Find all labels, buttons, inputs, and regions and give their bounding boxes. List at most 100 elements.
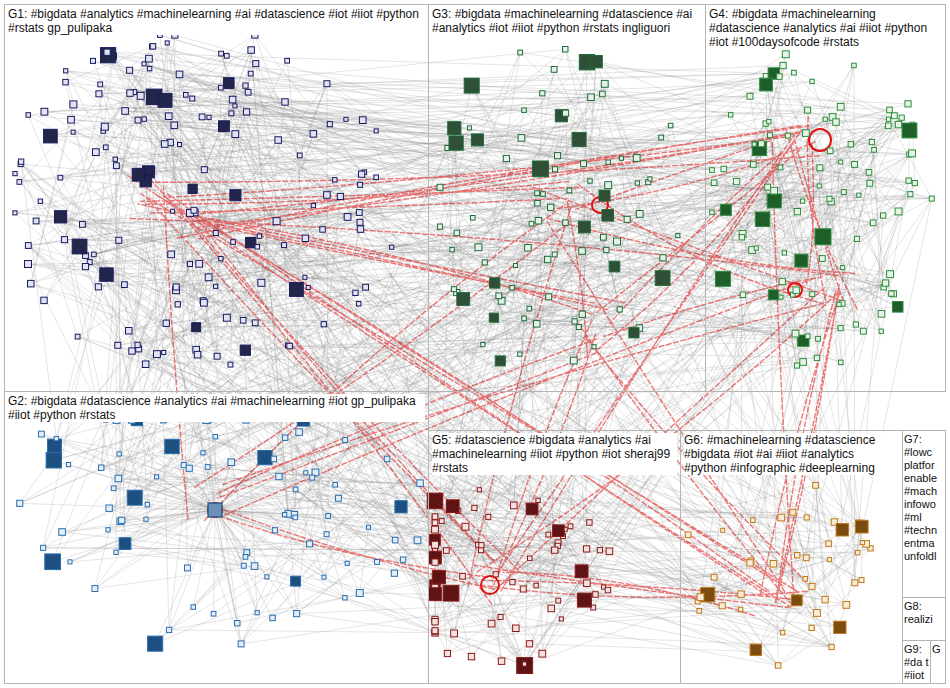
vertex-icon [106, 528, 110, 532]
vertex-icon [219, 121, 230, 132]
vertex-icon [214, 284, 218, 288]
vertex-icon [26, 113, 31, 118]
vertex-icon [432, 559, 438, 565]
vertex-icon [165, 439, 179, 453]
group-box: G6: #machinelearning #datascience #bigda… [680, 430, 903, 684]
vertex-icon [116, 237, 122, 243]
vertex-icon [114, 163, 120, 169]
vertex-icon [891, 113, 897, 119]
vertex-icon [450, 247, 454, 251]
vertex-icon [563, 220, 569, 226]
vertex-icon [601, 234, 607, 240]
network-heavy-link [127, 116, 857, 615]
vertex-icon [443, 585, 459, 601]
vertex-icon [526, 641, 532, 647]
self-loop [788, 283, 802, 297]
vertex-icon [816, 336, 821, 341]
vertex-icon [801, 199, 805, 203]
vertex-icon [181, 463, 186, 468]
vertex-icon [356, 210, 362, 216]
vertex-icon [357, 219, 363, 225]
vertex-icon [553, 167, 558, 172]
vertex-icon [768, 133, 773, 138]
vertex-icon [794, 363, 799, 368]
vertex-icon [522, 108, 527, 113]
vertex-icon [785, 133, 790, 138]
vertex-icon [929, 196, 934, 201]
vertex-icon [187, 261, 192, 266]
vertex-icon [867, 180, 873, 186]
vertex-icon [853, 322, 858, 327]
vertex-icon [395, 501, 407, 513]
vertex-icon [255, 611, 259, 615]
vertex-icon [782, 51, 789, 58]
vertex-icon [82, 264, 88, 270]
vertex-icon [739, 235, 744, 240]
vertex-icon [454, 230, 460, 236]
vertex-icon [733, 178, 739, 184]
vertex-icon [327, 122, 332, 127]
vertex-icon [147, 66, 151, 70]
vertex-icon [185, 565, 191, 571]
vertex-icon [619, 156, 623, 160]
vertex-icon [248, 47, 255, 54]
vertex-icon [45, 554, 61, 570]
vertex-icon [444, 548, 450, 554]
vertex-icon [122, 282, 128, 288]
vertex-icon [740, 292, 746, 298]
vertex-icon [555, 153, 561, 159]
vertex-icon [887, 107, 893, 113]
vertex-icon [257, 234, 261, 238]
vertex-icon [324, 532, 329, 537]
vertex-icon [584, 580, 591, 587]
vertex-icon [384, 456, 390, 462]
vertex-icon [518, 135, 525, 142]
vertex-icon [248, 71, 253, 76]
vertex-icon [68, 560, 72, 564]
vertex-icon [584, 546, 590, 552]
vertex-icon [235, 621, 240, 626]
vertex-icon [795, 254, 808, 267]
vertex-icon [655, 271, 670, 286]
vertex-icon [184, 93, 189, 98]
vertex-icon [61, 237, 67, 243]
vertex-icon [503, 155, 509, 161]
vertex-icon [400, 557, 405, 562]
vertex-icon [238, 641, 244, 647]
vertex-icon [255, 245, 260, 250]
vertex-icon [475, 244, 482, 251]
vertex-icon [536, 498, 540, 502]
group-box: G4: #bigdata #machinelearning #datascien… [705, 4, 946, 392]
vertex-icon [719, 603, 725, 609]
vertex-icon [546, 532, 551, 537]
vertex-icon [889, 291, 894, 296]
vertex-icon [495, 356, 505, 366]
vertex-icon [127, 67, 133, 73]
vertex-icon [144, 517, 148, 521]
vertex-icon [343, 438, 348, 443]
vertex-icon [738, 591, 744, 597]
vertex-icon [117, 452, 121, 456]
vertex-icon [33, 218, 39, 224]
vertex-icon [841, 190, 846, 195]
vertex-icon [792, 70, 797, 75]
vertex-icon [104, 49, 110, 55]
vertex-icon [817, 165, 823, 171]
vertex-icon [815, 229, 831, 245]
vertex-icon [375, 560, 380, 565]
vertex-icon [205, 274, 212, 281]
vertex-icon [779, 278, 785, 284]
vertex-icon [155, 475, 159, 479]
vertex-icon [908, 192, 913, 197]
vertex-icon [795, 553, 800, 558]
vertex-icon [448, 122, 461, 135]
vertex-icon [296, 429, 303, 436]
vertex-icon [577, 593, 591, 607]
vertex-icon [326, 514, 331, 519]
vertex-icon [103, 145, 108, 150]
vertex-icon [510, 502, 517, 509]
vertex-icon [358, 182, 363, 187]
vertex-icon [572, 319, 577, 324]
vertex-icon [293, 487, 298, 492]
